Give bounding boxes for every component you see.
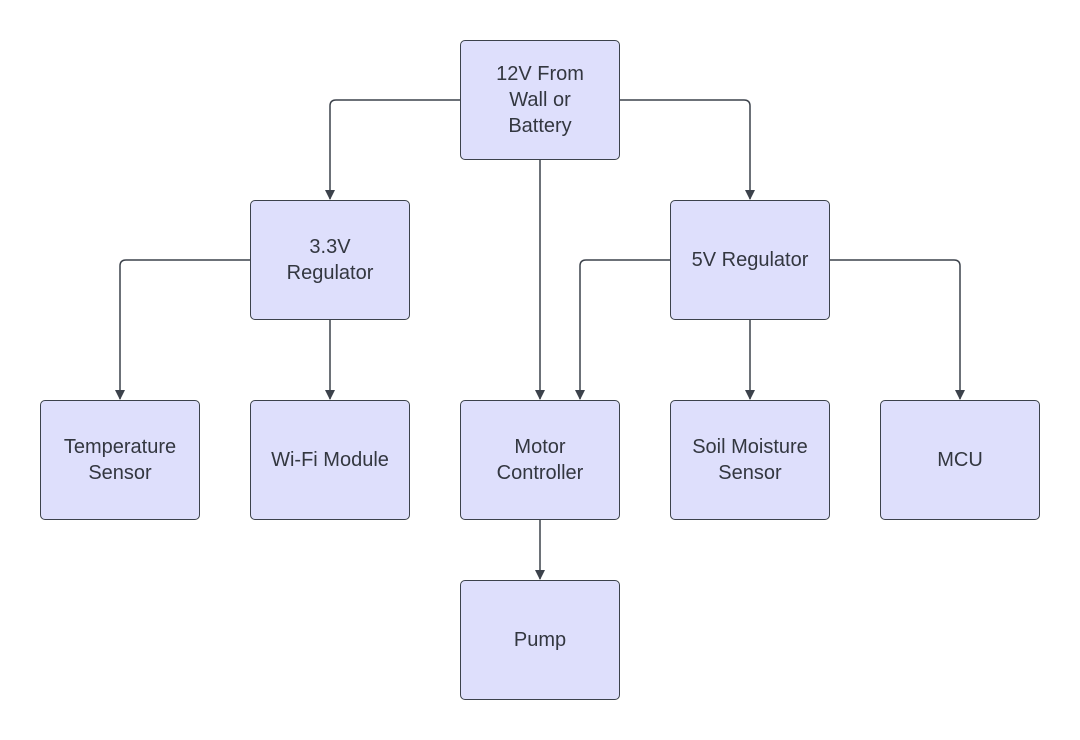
node-mcu: MCU [880,400,1040,520]
node-power-12v: 12V From Wall or Battery [460,40,620,160]
node-label: 5V Regulator [691,249,809,271]
node-label: 12V From Wall or Battery [496,63,584,137]
node-wifi-module: Wi-Fi Module [250,400,410,520]
edge-power-to-reg5 [620,99,755,200]
edge-power-to-reg33 [325,99,460,200]
node-temperature-sensor: Temperature Sensor [40,400,200,520]
node-label: Wi-Fi Module [271,449,389,471]
edge-reg33-to-temp [115,259,250,400]
edge-reg5-to-mcu [830,259,965,400]
node-pump: Pump [460,580,620,700]
node-label: Pump [513,629,567,651]
node-label: Soil Moisture Sensor [692,436,808,484]
node-label: 3.3V Regulator [286,236,374,284]
node-motor-controller: Motor Controller [460,400,620,520]
node-3v3-regulator: 3.3V Regulator [250,200,410,320]
node-label: MCU [937,449,983,471]
node-soil-moisture-sensor: Soil Moisture Sensor [670,400,830,520]
node-5v-regulator: 5V Regulator [670,200,830,320]
node-label: Motor Controller [496,436,584,484]
node-label: Temperature Sensor [63,436,177,484]
edge-reg5-to-motor [575,259,670,400]
